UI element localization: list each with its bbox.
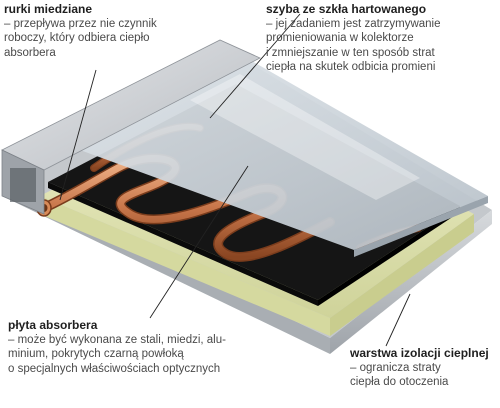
label-copper-tubes: rurki miedziane – przepływa przez nie cz…: [4, 2, 174, 60]
absorber-title: płyta absorbera: [8, 318, 98, 332]
leader-insulation: [385, 293, 411, 347]
absorber-desc: – może być wykonana ze stali, miedzi, al…: [8, 333, 226, 375]
absorber-edge: [318, 206, 460, 306]
absorber-edge-front: [48, 182, 318, 306]
copper-tubes-title: rurki miedziane: [4, 2, 93, 16]
label-glass: szyba ze szkła hartowanego – jej zadanie…: [266, 2, 498, 75]
insulation-side-right: [330, 214, 474, 336]
insulation-side-front: [40, 196, 330, 336]
leader-copper: [59, 69, 97, 201]
copper-tubes-desc: – przepływa przez nie czynnik roboczy, k…: [4, 17, 157, 59]
label-insulation: warstwa izolacji cieplnej – ogranicza st…: [350, 346, 498, 390]
glass-title: szyba ze szkła hartowanego: [266, 2, 427, 16]
insulation-desc: – ogranicza straty ciepła do otoczenia: [350, 361, 449, 389]
label-absorber: płyta absorbera – może być wykonana ze s…: [8, 318, 298, 376]
leader-glass: [209, 13, 301, 119]
insulation-title: warstwa izolacji cieplnej: [350, 346, 489, 360]
glass-edge: [354, 196, 488, 257]
leader-absorber: [149, 165, 249, 319]
glass-pane: [80, 60, 488, 250]
glass-desc: – jej zadaniem jest zatrzymywanie promie…: [266, 17, 441, 74]
